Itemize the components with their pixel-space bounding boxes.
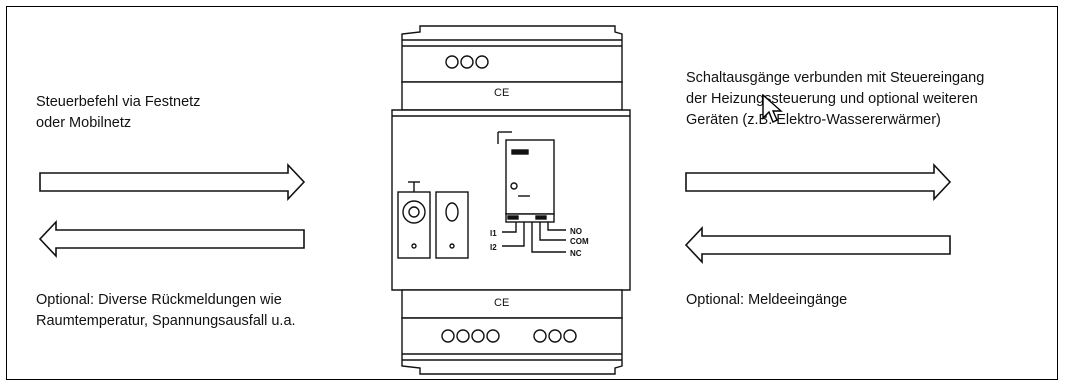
arrow-right-icon [39, 162, 306, 202]
ce-mark-bottom: CE [494, 297, 509, 309]
arrow-right-icon [685, 162, 952, 202]
input-i2: I2 [490, 243, 497, 252]
contact-no: NO [570, 227, 582, 236]
arrow-left-icon [38, 219, 305, 259]
device-illustration: CE CE [391, 25, 631, 375]
right-output-line-2: der Heizungssteuerung und optional weite… [686, 91, 978, 107]
input-i1: I1 [490, 229, 497, 238]
right-output-line-3: Geräten (z.B. Elektro-Wassererwärmer) [686, 112, 941, 128]
contact-nc: NC [570, 249, 582, 258]
right-output-line-1: Schaltausgänge verbunden mit Steuereinga… [686, 70, 985, 86]
right-input-line: Optional: Meldeeingänge [686, 292, 848, 308]
left-feedback-line-1: Optional: Diverse Rückmeldungen wie [36, 292, 282, 308]
arrow-left-icon [684, 225, 951, 265]
left-feedback-line-2: Raumtemperatur, Spannungsausfall u.a. [36, 313, 296, 329]
left-input-line-1: Steuerbefehl via Festnetz [36, 94, 201, 110]
contact-com: COM [570, 237, 589, 246]
ce-mark-top: CE [494, 87, 509, 99]
mouse-pointer-icon [762, 94, 783, 123]
left-input-line-2: oder Mobilnetz [36, 115, 132, 131]
